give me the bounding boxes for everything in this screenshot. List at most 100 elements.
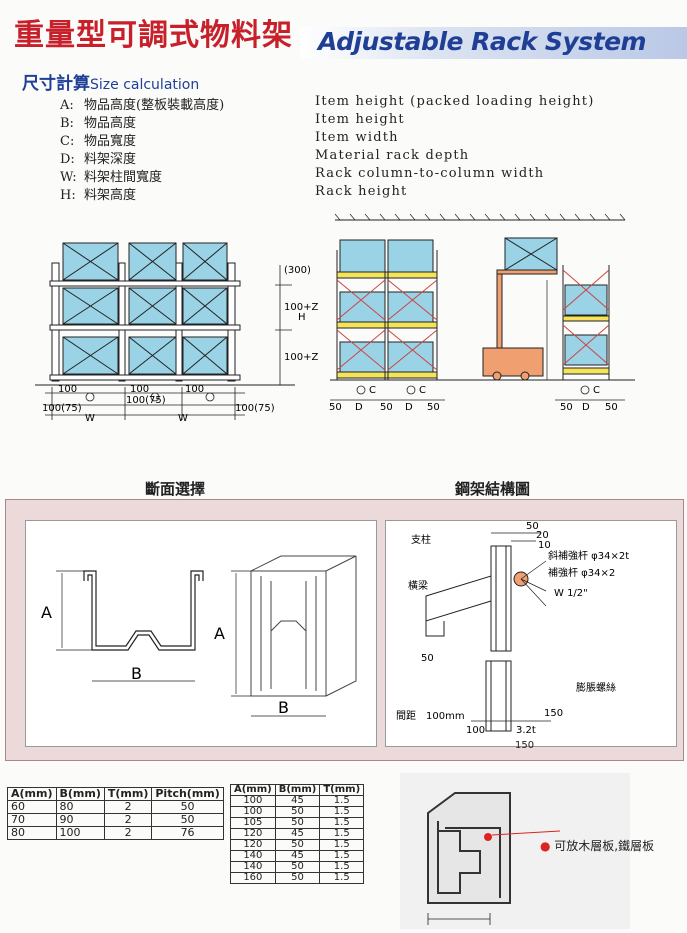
dim-d: D <box>355 402 363 413</box>
dim-20: 20 <box>536 530 549 541</box>
table-cell: 1.5 <box>319 828 365 840</box>
label-pitch: 間距 <box>396 710 416 722</box>
shelf-note-text: 可放木層板,鐵層板 <box>554 839 655 853</box>
section-caption: 斷面選擇 <box>145 480 206 498</box>
table-cell: 50 <box>274 872 321 884</box>
dim-50: 50 <box>427 402 440 413</box>
steel-structure-box: 支柱 橫梁 斜補強杆 φ34×2t 補強杆 φ34×2 W 1/2" 膨脹螺絲 … <box>385 520 677 747</box>
table-cell: 90 <box>55 813 105 827</box>
table-cell: 50 <box>274 839 321 851</box>
section-selection-box: A B A B <box>25 520 377 747</box>
section-profile-drawing: A B A B <box>41 555 357 717</box>
dim-c: C <box>369 385 376 396</box>
label-diag-brace: 斜補強杆 φ34×2t <box>548 549 629 562</box>
table-cell: 2 <box>103 826 153 840</box>
table-cell: 160 <box>230 872 276 884</box>
definition-key: D: <box>60 152 75 167</box>
dim-c: C <box>593 385 600 396</box>
definition-zh: 物品寬度 <box>84 134 137 149</box>
dim-d: D <box>405 402 413 413</box>
table-header: Pitch(mm) <box>151 787 224 801</box>
table-cell: 50 <box>274 806 321 818</box>
table-cell: 1.5 <box>319 795 365 807</box>
rack-side-view-diagram: C C C 50 D 50 D 50 50 D 50 <box>329 213 635 413</box>
dim-100-75: 100(75) <box>235 403 275 414</box>
table-cell: 100 <box>230 806 276 818</box>
table-cell: 105 <box>230 817 276 829</box>
title-chinese: 重量型可調式物料架 <box>14 18 293 53</box>
table-header: T(mm) <box>319 784 365 796</box>
table-cell: 1.5 <box>319 839 365 851</box>
definition-zh: 物品高度(整板裝載高度) <box>84 98 225 113</box>
dim-50: 50 <box>560 402 573 413</box>
definition-zh: 物品高度 <box>84 116 137 131</box>
definition-en: Rack column-to-column width <box>315 166 545 181</box>
section-b-label: B <box>278 698 289 717</box>
shelf-note: ● 可放木層板,鐵層板 <box>540 837 654 854</box>
definition-key: B: <box>60 116 74 131</box>
table-cell: 45 <box>274 850 321 862</box>
table-header: A(mm) <box>230 784 276 796</box>
label-column: 支柱 <box>411 533 431 546</box>
table-header: B(mm) <box>274 784 321 796</box>
table-cell: 2 <box>103 800 153 814</box>
table-cell: 1.5 <box>319 817 365 829</box>
table-cell: 140 <box>230 861 276 873</box>
table-cell: 1.5 <box>319 872 365 884</box>
structure-caption: 鋼架結構圖 <box>455 480 531 498</box>
rack-front-view-diagram: 100 100 100 100(75) 100(75) 100(75) W W … <box>35 242 318 424</box>
dim-50: 50 <box>329 402 342 413</box>
marker-dot <box>484 833 492 841</box>
table-cell: 120 <box>230 828 276 840</box>
definition-en: Item width <box>315 130 399 145</box>
table-cell: 1.5 <box>319 861 365 873</box>
dim-150: 150 <box>515 740 535 751</box>
dim-3-2t: 3.2t <box>516 725 536 736</box>
title-banner <box>300 27 687 59</box>
dim-150: 150 <box>544 708 563 719</box>
table-cell: 80 <box>55 800 105 814</box>
table-cell: 45 <box>274 828 321 840</box>
table-cell: 50 <box>151 800 224 814</box>
steel-structure-drawing: 支柱 橫梁 斜補強杆 φ34×2t 補強杆 φ34×2 W 1/2" 膨脹螺絲 … <box>396 521 629 736</box>
definition-key: C: <box>60 134 75 149</box>
table-cell: 1.5 <box>319 806 365 818</box>
table-header: B(mm) <box>55 787 105 801</box>
table-cell: 120 <box>230 839 276 851</box>
table-cell: 76 <box>151 826 224 840</box>
shelf-slot-detail <box>400 773 630 929</box>
definition-en: Item height (packed loading height) <box>315 94 595 109</box>
dim-100: 100 <box>185 384 204 395</box>
section-b-label: B <box>131 664 142 683</box>
definition-en: Material rack depth <box>315 148 470 163</box>
dim-d: D <box>582 402 590 413</box>
section-a-label: A <box>41 603 52 622</box>
dim-c: C <box>419 385 426 396</box>
dim-300: (300) <box>284 265 311 276</box>
dim-w: W <box>178 413 188 424</box>
definition-key: A: <box>60 98 74 113</box>
table-cell: 100 <box>230 795 276 807</box>
table-cell: 80 <box>7 826 57 840</box>
table-header: A(mm) <box>7 787 57 801</box>
dim-100: 100 <box>58 384 77 395</box>
table-cell: 1.5 <box>319 850 365 862</box>
definition-key: W: <box>60 170 77 185</box>
title-english: Adjustable Rack System <box>318 27 647 56</box>
dim-100-z: 100+Z <box>284 352 318 363</box>
size-calc-heading-zh: 尺寸計算 <box>22 74 90 94</box>
dim-50: 50 <box>605 402 618 413</box>
